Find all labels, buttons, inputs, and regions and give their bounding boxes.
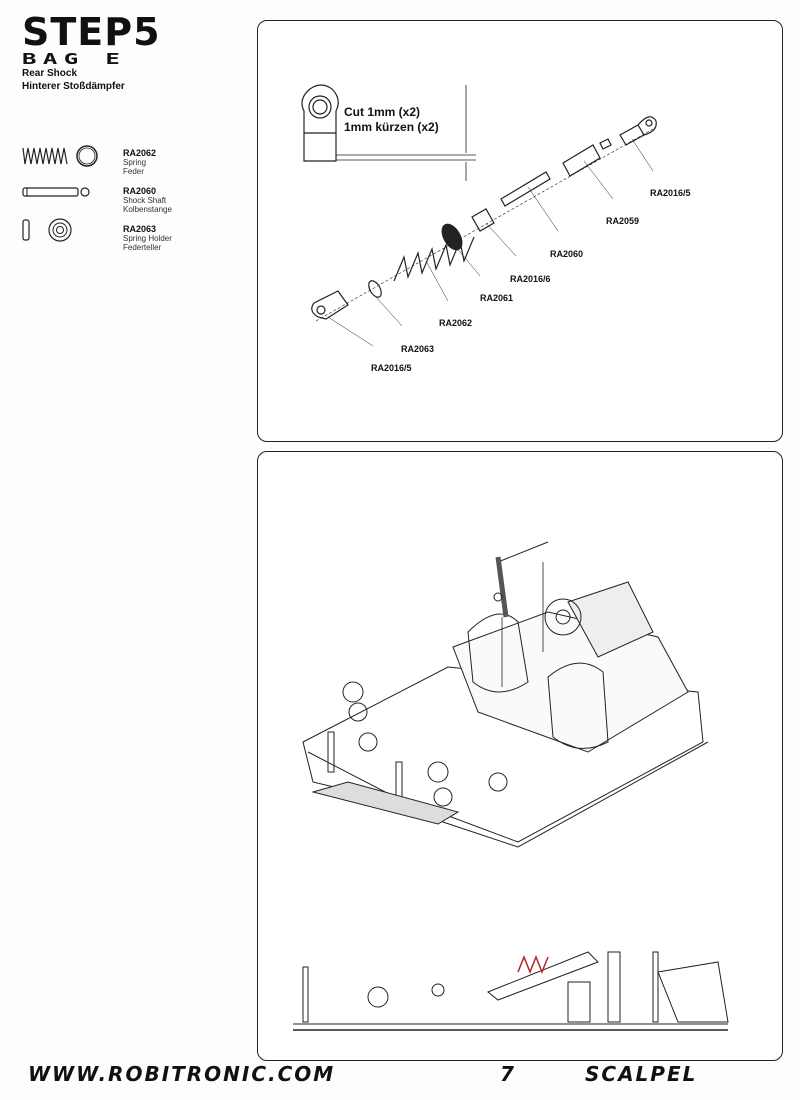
part-label-ra2059: RA2059 [606,216,640,226]
chassis-diagram [293,541,729,1031]
shaft-icon [22,187,90,197]
page-number: 7 [500,1062,516,1086]
part-name-en: Shock Shaft [123,196,167,205]
part-name-en: Spring [123,158,147,167]
parts-list: RA2062 Spring Feder RA2060 Shock Shaft K… [20,140,240,260]
shock-exploded-panel: Cut 1mm (x2) 1mm kürzen (x2) RA2016/5 RA… [257,20,783,442]
part-name-de: Federteller [123,243,162,252]
spring-icon [22,145,98,167]
title-de: Hinterer Stoßdämpfer [22,81,125,92]
bag-label: BAG E [22,50,127,68]
footer-website: WWW.ROBITRONIC.COM [28,1062,336,1086]
part-label-ra2062: RA2062 [439,318,473,328]
part-label-ra2016-5: RA2016/5 [650,188,691,198]
part-label-ra2016-6: RA2016/6 [510,274,551,284]
shock-exploded-diagram [301,84,657,347]
part-label-ra2063: RA2063 [401,344,435,354]
part-label-ra2061: RA2061 [480,293,514,303]
part-code: RA2060 [123,186,157,196]
part-code: RA2062 [123,148,157,158]
step-title: STEP5 [22,10,161,54]
part-name-en: Spring Holder [123,234,172,243]
cut-instruction-de: 1mm kürzen (x2) [344,120,439,134]
cut-instruction-en: Cut 1mm (x2) [344,105,421,119]
footer-brand: SCALPEL [585,1062,698,1086]
part-name-de: Feder [123,167,144,176]
part-label-ra2016-5-lower: RA2016/5 [371,363,412,373]
chassis-install-panel [257,451,783,1061]
spring-holder-icon [22,218,72,242]
part-label-ra2060: RA2060 [550,249,584,259]
part-code: RA2063 [123,224,157,234]
part-name-de: Kolbenstange [123,205,172,214]
title-en: Rear Shock [22,68,78,79]
